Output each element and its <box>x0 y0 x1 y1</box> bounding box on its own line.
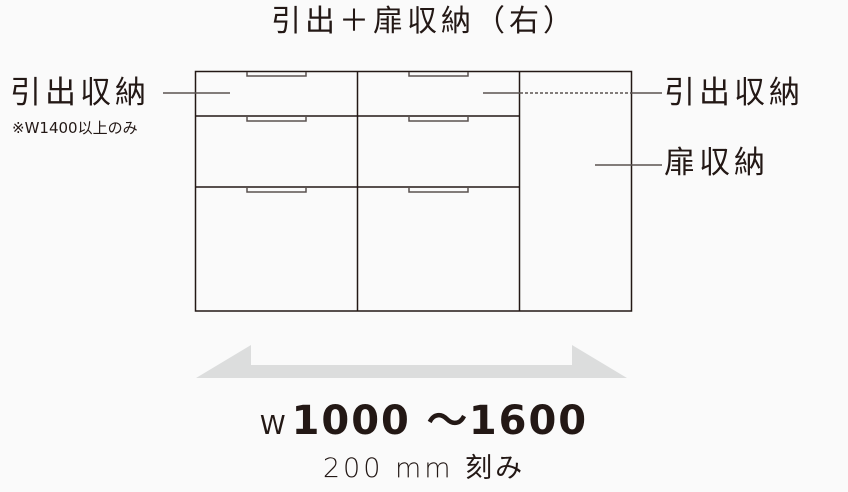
cabinet-outline <box>194 70 633 312</box>
drawer-handles <box>246 72 469 193</box>
label-left-drawer-note: ※W1400以上のみ <box>12 119 138 137</box>
width-range-value: 1000 ～1600 <box>291 398 589 444</box>
label-left-drawer: 引出収納 <box>10 75 150 111</box>
width-arrow <box>196 345 627 378</box>
diagram-title: 引出＋扉収納（右） <box>271 4 577 39</box>
width-step: 200 mm 刻み <box>322 453 526 484</box>
label-right-door: 扉収納 <box>664 145 769 181</box>
width-prefix: W <box>259 411 288 441</box>
label-right-drawer: 引出収納 <box>664 75 804 111</box>
leader-lines <box>163 92 662 166</box>
